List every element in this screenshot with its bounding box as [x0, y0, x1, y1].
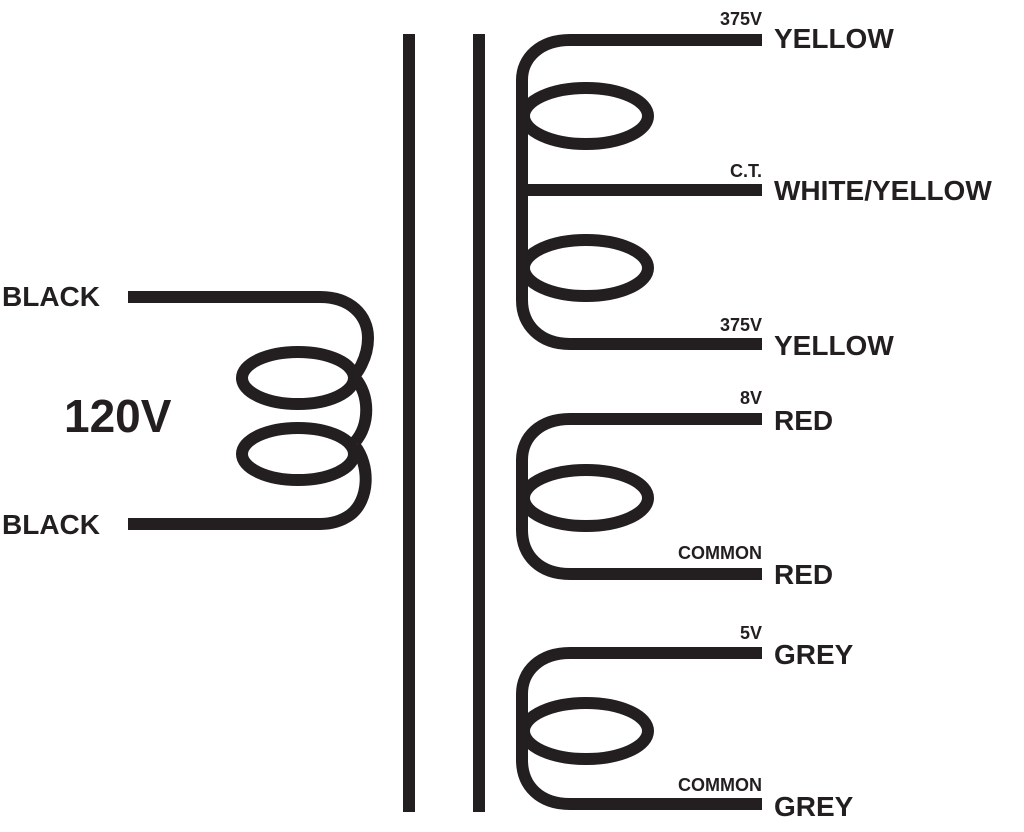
hv-coil-path	[516, 34, 762, 350]
primary-top-lead-label: BLACK	[2, 281, 100, 312]
hv-tap-voltage-label: C.T.	[730, 161, 762, 181]
5v-loop	[518, 697, 654, 765]
8v-top-voltage-label: 8V	[740, 388, 762, 408]
5v-secondary-winding	[516, 647, 762, 810]
hv-loop-1	[518, 82, 654, 150]
hv-bottom-lead-label: YELLOW	[774, 330, 894, 361]
hv-top-lead-label: YELLOW	[774, 23, 894, 54]
8v-bottom-lead-label: RED	[774, 559, 833, 590]
8v-secondary-winding	[516, 413, 762, 580]
5v-top-lead-label: GREY	[774, 639, 854, 670]
primary-voltage-label: 120V	[64, 390, 172, 442]
primary-winding	[128, 291, 374, 530]
8v-loop	[518, 464, 654, 532]
hv-bottom-voltage-label: 375V	[720, 315, 762, 335]
8v-top-lead-label: RED	[774, 405, 833, 436]
primary-bottom-lead-label: BLACK	[2, 509, 100, 540]
hv-loop-2	[518, 234, 654, 302]
8v-coil-path	[516, 413, 762, 580]
primary-loop-2	[236, 422, 360, 486]
5v-bottom-lead-label: GREY	[774, 791, 854, 822]
8v-bottom-voltage-label: COMMON	[678, 543, 762, 563]
hv-top-voltage-label: 375V	[720, 9, 762, 29]
5v-coil-path	[516, 647, 762, 810]
hv-tap-lead-label: WHITE/YELLOW	[774, 175, 992, 206]
primary-loop-1	[236, 346, 360, 410]
5v-bottom-voltage-label: COMMON	[678, 775, 762, 795]
5v-top-voltage-label: 5V	[740, 623, 762, 643]
hv-secondary-winding	[516, 34, 762, 350]
